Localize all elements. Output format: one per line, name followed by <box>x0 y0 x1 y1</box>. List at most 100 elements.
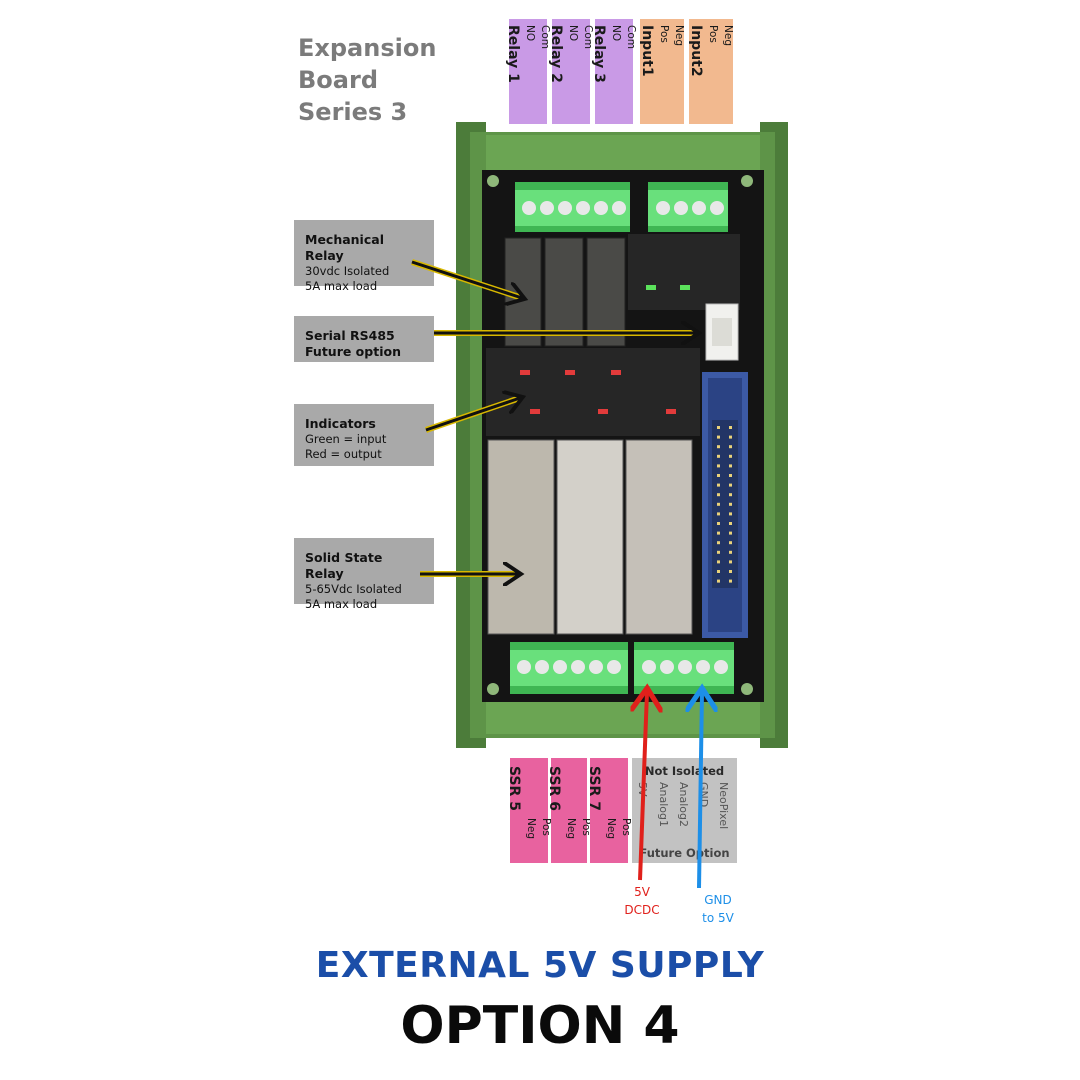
terminal-pin: Neg <box>565 818 577 839</box>
future-option-label: Future Option <box>639 846 730 860</box>
header-pin <box>717 550 720 554</box>
terminal-pin: Neg <box>605 818 617 839</box>
header-pin <box>717 445 720 449</box>
ribbon-header <box>702 372 748 638</box>
terminal-name: SSR 5 <box>506 766 522 811</box>
terminal-pin: NO <box>567 25 579 42</box>
label-5v-line-1: 5V <box>634 885 650 899</box>
green-led <box>680 285 690 290</box>
rs485-connector <box>705 303 739 361</box>
terminal-name: SSR 6 <box>546 766 562 811</box>
header-pin <box>729 522 732 525</box>
wire-5v <box>640 692 647 881</box>
header-pin <box>729 550 732 554</box>
header-pin <box>717 435 720 439</box>
callout-line: 5A max load <box>305 597 378 611</box>
header-pin <box>717 560 720 564</box>
mounting-holes <box>487 175 753 695</box>
callout-line: 30vdc Isolated <box>305 264 390 278</box>
terminal-tab-relay-3: Relay 3 NO Com <box>591 19 637 124</box>
header-pin <box>729 512 732 516</box>
header-pin <box>729 570 732 573</box>
terminal-tab-ssr-5: SSR 5 Neg Pos <box>506 758 552 863</box>
title-line-3: Series 3 <box>298 98 408 126</box>
header-pin <box>717 579 720 583</box>
header-pin <box>717 493 720 497</box>
callout-mechanical-relay: Mechanical Relay 30vdc Isolated 5A max l… <box>294 220 434 293</box>
solid-state-relays <box>487 439 693 635</box>
terminal-name: Input1 <box>639 25 655 77</box>
connector-relay-top <box>515 182 630 232</box>
terminal-pin: Com <box>625 25 637 49</box>
header-pin <box>729 531 732 535</box>
not-isolated-title: Not Isolated <box>644 764 725 778</box>
terminal-tab-relay-1: Relay 1 NO Com <box>505 19 551 124</box>
header-pin <box>717 512 720 516</box>
header-pin <box>717 531 720 535</box>
terminal-tab-ssr-6: SSR 6 Neg Pos <box>546 758 592 863</box>
title-line-2: Board <box>298 66 378 94</box>
terminal-pin: Neg <box>525 818 537 839</box>
callout-serial-rs485: Serial RS485 Future option <box>294 316 434 362</box>
label-5v-dcdc: 5V DCDC <box>620 883 664 919</box>
header-pin <box>717 502 720 506</box>
terminal-name: Input2 <box>688 25 704 77</box>
terminal-pin: Pos <box>580 818 592 836</box>
terminal-tab-input-2: Input2 Pos Neg <box>688 19 734 124</box>
terminal-pin: NO <box>610 25 622 42</box>
header-pin <box>729 502 732 506</box>
terminal-name: Relay 2 <box>548 25 564 83</box>
pin-label-analog1: Analog1 <box>657 782 670 828</box>
terminal-tab-relay-2: Relay 2 NO Com <box>548 19 594 124</box>
header-pin <box>729 541 732 545</box>
not-isolated-block <box>632 758 737 863</box>
terminal-pin: Pos <box>658 25 670 43</box>
wire-gnd <box>699 692 702 889</box>
input-indicator-cover <box>628 234 740 310</box>
header-pin <box>717 474 720 477</box>
terminal-pin: NO <box>524 25 536 42</box>
terminal-tab-ssr-7: SSR 7 Neg Pos <box>586 758 632 863</box>
header-pins <box>717 426 732 583</box>
header-pin <box>729 474 732 477</box>
connector-ssr-bottom <box>510 642 628 694</box>
label-gnd-line-1: GND <box>704 893 732 907</box>
terminal-pin: Com <box>582 25 594 49</box>
rs485-connector-slot <box>712 318 732 346</box>
header-pin <box>729 454 732 458</box>
header-pin <box>729 493 732 497</box>
header-pin <box>717 483 720 487</box>
terminal-pin: Pos <box>540 818 552 836</box>
terminal-pin: Neg <box>722 25 734 46</box>
terminal-pin: Pos <box>707 25 719 43</box>
callout-line: Red = output <box>305 447 382 461</box>
callout-line: Green = input <box>305 432 387 446</box>
callout-solid-state-relay: Solid State Relay 5-65Vdc Isolated 5A ma… <box>294 538 434 611</box>
callout-line: 5A max load <box>305 279 378 293</box>
label-gnd-line-2: to 5V <box>702 911 734 925</box>
connector-input-top <box>648 182 728 232</box>
callout-heading-2: Future option <box>305 344 401 359</box>
header-pin <box>717 426 720 429</box>
terminal-name: Relay 1 <box>505 25 521 83</box>
board-title: Expansion Board Series 3 <box>298 32 468 128</box>
terminal-tab-input-1: Input1 Pos Neg <box>639 19 685 124</box>
header-pin <box>717 570 720 573</box>
red-leds <box>520 370 676 414</box>
header-pin <box>729 445 732 449</box>
green-led <box>646 285 656 290</box>
header-pin <box>729 464 732 468</box>
pin-label-neopixel: NeoPixel <box>717 782 730 830</box>
terminal-pin: Com <box>539 25 551 49</box>
header-pin <box>717 541 720 545</box>
callout-arrows <box>411 259 696 574</box>
header-pin <box>729 579 732 583</box>
label-5v-line-2: DCDC <box>624 903 660 917</box>
header-pin <box>729 435 732 439</box>
callout-heading: Mechanical Relay <box>305 232 384 263</box>
header-pin <box>717 454 720 458</box>
terminal-pin: Pos <box>620 818 632 836</box>
callout-heading: Serial RS485 <box>305 328 395 343</box>
